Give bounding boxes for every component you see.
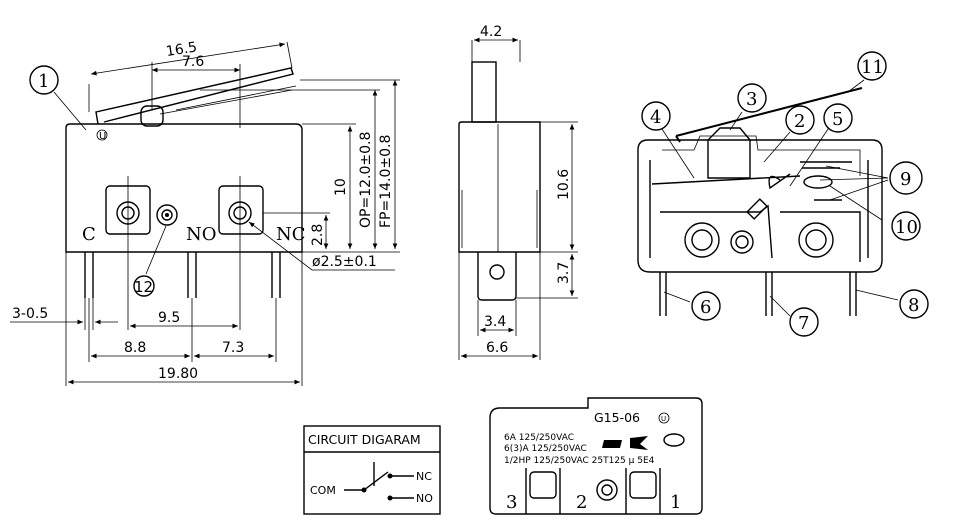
svg-text:U: U [99, 131, 106, 142]
ce-cert-icon [630, 436, 648, 450]
balloon-1 [29, 65, 59, 95]
switch-body [65, 123, 303, 253]
balloon-4 [641, 101, 671, 131]
balloon-11 [857, 51, 887, 81]
balloon-12-label: 12 [134, 278, 153, 296]
ul-mark-icon [96, 129, 108, 141]
plate-terminal-1: 1 [670, 492, 681, 513]
balloon-6-label: 6 [700, 297, 711, 318]
dim-body-length: 19.80 [158, 366, 198, 382]
dim-body-width: 6.6 [486, 340, 508, 356]
balloon-2 [785, 105, 815, 135]
plate-rating-1: 6A 125/250VAC [504, 433, 574, 443]
balloon-10-label: 10 [895, 217, 918, 238]
ul-mark-icon [658, 412, 670, 424]
dim-terminal-thickness: 3-0.5 [12, 306, 48, 322]
balloon-12 [133, 275, 155, 297]
plate-model: G15-06 [594, 410, 640, 425]
dim-pitch-c-no: 8.8 [124, 340, 146, 356]
dim-hole: ø2.5±0.1 [312, 254, 377, 270]
circuit-nc: NC [416, 470, 432, 483]
plate-rating-2: 6(3)A 125/250VAC [504, 444, 587, 454]
balloon-3-label: 3 [746, 89, 757, 110]
dim-terminal-height: 2.8 [310, 224, 326, 246]
ur-cert-icon [602, 440, 622, 448]
plate-rating-3: 1/2HP 125/250VAC 25T125 μ 5E4 [504, 456, 655, 466]
terminal-label-c: C [82, 224, 96, 245]
circuit-title: CIRCUIT DIGARAM [308, 432, 421, 447]
balloon-4-label: 4 [650, 107, 661, 128]
balloon-9-label: 9 [900, 169, 911, 190]
svg-text:U: U [661, 415, 666, 423]
circuit-diagram: CIRCUIT DIGARAM COM NC NO [303, 425, 441, 515]
dim-terminal-width: 3.4 [484, 314, 506, 330]
circuit-com: COM [310, 484, 336, 497]
dim-body-height: 10.6 [556, 169, 572, 200]
balloon-2-label: 2 [794, 111, 805, 132]
terminal-label-nc: NC [276, 224, 306, 245]
balloon-9 [889, 161, 923, 195]
dim-overall-lever: 16.5 [165, 39, 198, 60]
balloon-7 [789, 307, 819, 337]
front-view: U C NO NC 16.5 7.6 OP=12.0±0.8 FP=14.0±0… [10, 39, 400, 386]
label-plate: G15-06 U 6A 125/250VAC 6(3)A 125/250VAC … [489, 397, 703, 515]
dim-pitch-c-nc: 9.5 [158, 310, 180, 326]
dim-terminal-len: 3.7 [556, 262, 572, 284]
balloon-7-label: 7 [798, 313, 809, 334]
cqc-cert-icon [663, 433, 685, 447]
balloon-10 [891, 211, 921, 241]
plate-terminal-3: 3 [506, 492, 517, 513]
balloon-5 [823, 103, 853, 133]
balloon-8-label: 8 [908, 295, 919, 316]
dim-fp: FP=14.0±0.8 [378, 135, 394, 228]
side-view: 4.2 10.6 3.7 3.4 6.6 [458, 24, 578, 360]
balloon-6 [691, 291, 721, 321]
dim-lever-pivot: 7.6 [182, 54, 204, 70]
balloon-3 [737, 83, 767, 113]
circuit-no: NO [416, 492, 433, 505]
balloon-11-label: 11 [861, 57, 884, 78]
dim-height: 10 [333, 178, 349, 196]
terminal-label-no: NO [186, 224, 217, 245]
balloon-8 [899, 289, 929, 319]
dim-pitch-no-nc: 7.3 [222, 340, 244, 356]
balloon-5-label: 5 [832, 109, 843, 130]
dim-op: OP=12.0±0.8 [358, 132, 374, 228]
section-view: 4 3 2 5 11 9 10 6 7 8 [637, 51, 929, 337]
balloon-1-label: 1 [38, 71, 49, 92]
plate-terminal-2: 2 [576, 492, 587, 513]
lever-arm [95, 67, 294, 125]
dim-top-width: 4.2 [480, 24, 502, 40]
